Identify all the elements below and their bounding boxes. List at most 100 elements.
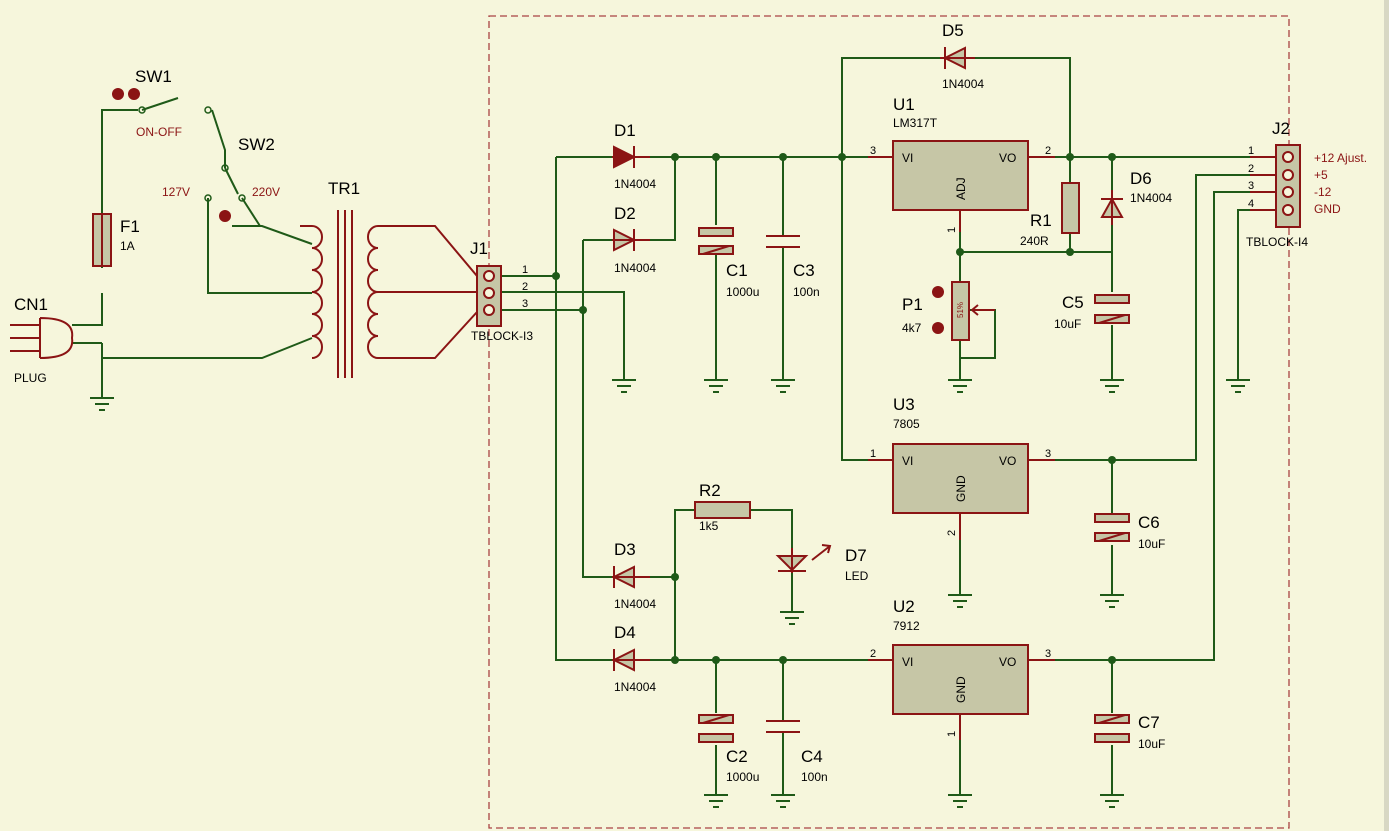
resistor-r2[interactable]: R2 1k5 [694,481,751,533]
cn1-value: PLUG [14,371,47,385]
c6-value: 10uF [1138,537,1165,551]
diode-d5[interactable]: D5 1N4004 [940,21,984,91]
d2-value: 1N4004 [614,261,656,275]
sw2-label-127v: 127V [162,185,190,199]
d5-ref: D5 [942,21,964,40]
d3-ref: D3 [614,540,636,559]
c5-ref: C5 [1062,293,1084,312]
u2-value: 7912 [893,619,920,633]
ground-symbols [89,379,1251,808]
led-d7[interactable]: D7 LED [775,544,869,583]
j1-pin-1: 1 [522,264,528,276]
transformer-tr1[interactable]: TR1 [300,179,415,378]
d4-ref: D4 [614,623,636,642]
c1-ref: C1 [726,261,748,280]
u1-value: LM317T [893,116,938,130]
r2-ref: R2 [699,481,721,500]
u1-vi: VI [902,151,913,165]
d5-value: 1N4004 [942,77,984,91]
c2-value: 1000u [726,770,759,784]
r1-value: 240R [1020,234,1049,248]
switch-sw2[interactable]: SW2 127V 220V [162,135,280,227]
c2-ref: C2 [726,747,748,766]
j2-ref: J2 [1272,119,1290,138]
p1-wiper: 51% [956,302,965,318]
sw1-toggle-on-icon[interactable] [112,88,124,100]
capacitor-c5[interactable]: C5 10uF [1054,293,1130,331]
diode-d2[interactable]: D2 1N4004 [612,204,656,275]
j2-pin-1: 1 [1248,145,1254,157]
sw2-ref: SW2 [238,135,275,154]
c4-value: 100n [801,770,828,784]
plug-cn1[interactable]: CN1 PLUG [10,295,74,385]
d4-value: 1N4004 [614,680,656,694]
j2-output-4: GND [1314,202,1341,216]
diode-d1[interactable]: D1 1N4004 [612,121,656,191]
d6-ref: D6 [1130,169,1152,188]
d7-value: LED [845,569,869,583]
diode-d4[interactable]: D4 1N4004 [611,623,656,694]
d3-value: 1N4004 [614,597,656,611]
potentiometer-p1[interactable]: 51% P1 4k7 [902,281,995,341]
u2-vi: VI [902,655,913,669]
j2-value: TBLOCK-I4 [1246,235,1308,249]
tr1-ref: TR1 [328,179,360,198]
capacitor-c7[interactable]: C7 10uF [1094,713,1165,751]
p1-ref: P1 [902,295,923,314]
capacitor-c4[interactable]: C4 100n [766,720,828,784]
sw2-toggle-icon[interactable] [219,210,231,222]
j1-pin-3: 3 [522,298,528,310]
u3-vo: VO [999,454,1016,468]
terminal-block-j1[interactable]: J1 TBLOCK-I3 1 2 3 [470,239,533,343]
c4-ref: C4 [801,747,823,766]
d2-ref: D2 [614,204,636,223]
d1-value: 1N4004 [614,177,656,191]
u2-pin-in: 2 [870,648,876,660]
c1-value: 1000u [726,285,759,299]
sw1-toggle-off-icon[interactable] [128,88,140,100]
resistor-r1[interactable]: R1 240R [1020,182,1080,248]
c3-value: 100n [793,285,820,299]
regulator-u2[interactable]: VI VO GND 2 3 1 U2 7912 [868,597,1055,740]
c7-ref: C7 [1138,713,1160,732]
diode-d6[interactable]: D6 1N4004 [1100,169,1172,225]
c6-ref: C6 [1138,513,1160,532]
u3-ref: U3 [893,395,915,414]
j2-output-2: +5 [1314,168,1328,182]
u1-pin-adj: 1 [946,227,958,233]
capacitor-c3[interactable]: C3 100n [766,235,820,299]
u2-gnd: GND [954,676,968,703]
j2-pin-4: 4 [1248,198,1254,210]
diode-d3[interactable]: D3 1N4004 [611,540,656,611]
right-edge [1384,0,1389,831]
wires [72,57,1250,795]
p1-increase-icon[interactable] [932,286,944,298]
fuse-f1[interactable]: F1 1A [92,213,140,267]
j1-pin-2: 2 [522,281,528,293]
j2-output-3: -12 [1314,185,1332,199]
capacitor-c1[interactable]: C1 1000u [698,227,759,299]
regulator-u3[interactable]: VI VO GND 1 3 2 U3 7805 [868,395,1055,540]
u1-vo: VO [999,151,1016,165]
regulator-u1[interactable]: VI VO ADJ 3 2 1 U1 LM317T [868,95,1055,233]
switch-sw1[interactable]: SW1 ON-OFF [112,67,212,139]
junctions [552,153,1116,664]
p1-decrease-icon[interactable] [932,322,944,334]
c7-value: 10uF [1138,737,1165,751]
u1-pin-out: 2 [1045,145,1051,157]
f1-ref: F1 [120,217,140,236]
sw1-ref: SW1 [135,67,172,86]
terminal-block-j2[interactable]: 1 2 3 4 J2 TBLOCK-I4 +12 Ajust. +5 -12 G… [1246,119,1367,249]
j2-pin-3: 3 [1248,180,1254,192]
u3-gnd: GND [954,475,968,502]
cn1-ref: CN1 [14,295,48,314]
j2-pin-2: 2 [1248,163,1254,175]
u2-pin-gnd: 1 [946,731,958,737]
c3-ref: C3 [793,261,815,280]
sw2-label-220v: 220V [252,185,280,199]
capacitor-c2[interactable]: C2 1000u [698,714,759,784]
u3-pin-in: 1 [870,448,876,460]
capacitor-c6[interactable]: C6 10uF [1094,513,1165,551]
u1-adj: ADJ [954,177,968,200]
